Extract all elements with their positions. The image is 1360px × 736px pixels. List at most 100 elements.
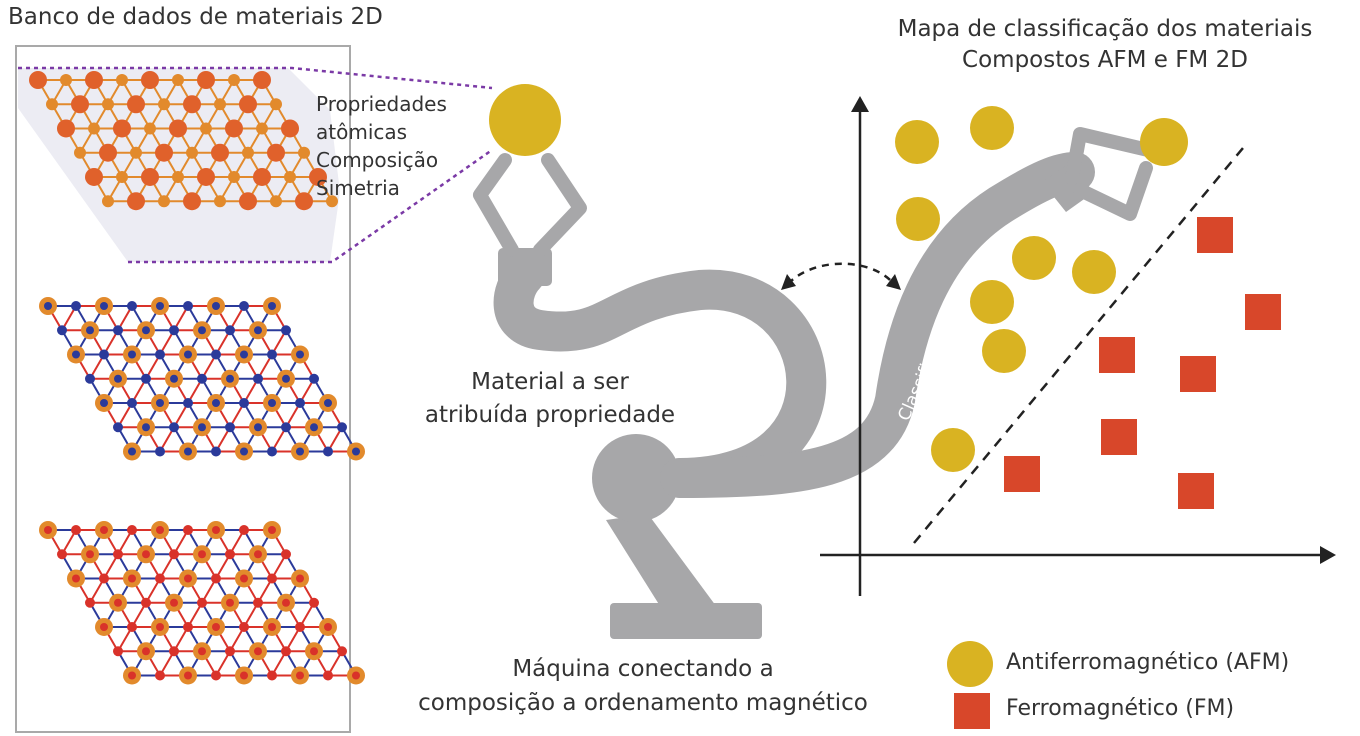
lattice-atom bbox=[71, 95, 89, 114]
afm-points bbox=[895, 106, 1116, 472]
lattice-atom-core bbox=[128, 574, 136, 583]
lattice-atom bbox=[281, 646, 291, 657]
lattice-atom-core bbox=[170, 598, 178, 607]
lattice-atom-core bbox=[324, 398, 332, 407]
lattice-atom-core bbox=[184, 574, 192, 583]
machine-label-line: Máquina conectando a bbox=[512, 656, 774, 682]
lattice-atom bbox=[267, 446, 277, 457]
lattice-atom bbox=[267, 670, 277, 681]
left-gripper-right bbox=[533, 153, 587, 257]
lattice-atom-core bbox=[184, 350, 192, 359]
property-line: Simetria bbox=[316, 176, 400, 200]
lattice-top bbox=[29, 71, 338, 211]
lattice-atom bbox=[169, 119, 187, 138]
lattice-atom bbox=[29, 71, 47, 89]
lattice-atom bbox=[225, 119, 243, 138]
lattice-atom bbox=[158, 98, 170, 111]
lattice-atom-core bbox=[324, 622, 332, 631]
lattice-atom bbox=[309, 167, 327, 186]
lattice-atom bbox=[228, 170, 240, 183]
lattice-atom bbox=[253, 167, 271, 186]
lattice-atom bbox=[225, 549, 235, 560]
lattice-atom bbox=[200, 122, 212, 135]
lattice-atom-core bbox=[44, 526, 52, 534]
afm-point bbox=[1012, 236, 1056, 280]
lattice-atom-core bbox=[254, 647, 262, 656]
right-gripper-bottom bbox=[1073, 161, 1153, 221]
lattice-atom-core bbox=[156, 302, 164, 310]
lattice-atom-core bbox=[268, 622, 276, 631]
lattice-atom-core bbox=[296, 574, 304, 583]
lattice-atom bbox=[85, 71, 103, 89]
lattice-atom bbox=[183, 301, 193, 311]
lattice-atom bbox=[183, 621, 193, 632]
fm-point bbox=[1004, 456, 1040, 492]
lattice-atom-core bbox=[268, 398, 276, 407]
lattice-atom bbox=[99, 573, 109, 584]
lattice-atom bbox=[211, 143, 229, 162]
lattice-atom bbox=[267, 573, 277, 584]
lattice-atom bbox=[141, 597, 151, 608]
lattice-atom bbox=[253, 71, 271, 89]
lattice-atom bbox=[197, 167, 215, 186]
lattice-atom-core bbox=[114, 598, 122, 607]
lattice-atom bbox=[127, 192, 145, 211]
lattice-atom-core bbox=[156, 526, 164, 534]
swap-arrow bbox=[787, 262, 895, 285]
right-wrist bbox=[1042, 164, 1094, 212]
lattice-atom-core bbox=[240, 574, 248, 583]
lattice-atom bbox=[270, 98, 282, 111]
lattice-atom bbox=[155, 349, 165, 360]
lattice-atom-core bbox=[86, 326, 94, 335]
lattice-atom-core bbox=[184, 447, 192, 456]
lattice-atom-core bbox=[142, 647, 150, 656]
lattice-atom bbox=[225, 422, 235, 433]
lattice-atom bbox=[158, 195, 170, 208]
lattice-atom-core bbox=[44, 302, 52, 310]
lattice-atom-core bbox=[100, 622, 108, 631]
lattice-atom bbox=[211, 573, 221, 584]
lattice-atom bbox=[197, 597, 207, 608]
lattice-atom bbox=[57, 549, 67, 560]
left-gripper-left bbox=[473, 153, 519, 257]
afm-point bbox=[970, 280, 1014, 324]
lattice-atom-core bbox=[240, 447, 248, 456]
lattice-atom bbox=[211, 446, 221, 457]
lattice-atom bbox=[253, 597, 263, 608]
machine-label-line: composição a ordenamento magnético bbox=[418, 690, 868, 716]
lattice-atom bbox=[214, 195, 226, 208]
lattice-atom bbox=[127, 525, 137, 535]
lattice-atom-core bbox=[100, 302, 108, 310]
lattice-atom bbox=[256, 122, 268, 135]
lattice-atom-core bbox=[296, 350, 304, 359]
lattice-atom bbox=[169, 549, 179, 560]
lattice-atom-core bbox=[114, 374, 122, 383]
y-axis-arrow bbox=[851, 96, 869, 112]
lattice-atom bbox=[242, 146, 254, 159]
lattice-atom-core bbox=[156, 398, 164, 407]
lattice-atom bbox=[113, 549, 123, 560]
zoom-line-top bbox=[18, 66, 493, 90]
left-wrist bbox=[498, 248, 552, 286]
fm-point bbox=[1099, 337, 1135, 373]
robot-base bbox=[610, 603, 762, 639]
lattice-atom bbox=[71, 525, 81, 535]
lattice-atom bbox=[183, 397, 193, 408]
lattice-atom-core bbox=[128, 671, 136, 680]
lattice-atom-core bbox=[254, 423, 262, 432]
lattice-atom bbox=[197, 71, 215, 89]
lattice-atom bbox=[102, 98, 114, 111]
legend-afm-label: Antiferromagnético (AFM) bbox=[1006, 650, 1290, 675]
lattice-atom-core bbox=[128, 350, 136, 359]
lattice-atom bbox=[281, 422, 291, 433]
lattice-atom bbox=[141, 71, 159, 89]
lattice-atom bbox=[281, 325, 291, 336]
lattice-atom bbox=[239, 301, 249, 311]
afm-point bbox=[896, 197, 940, 241]
x-axis-arrow bbox=[1320, 546, 1336, 564]
lattice-atom bbox=[155, 670, 165, 681]
material-label-line: Material a ser bbox=[471, 369, 629, 395]
lattice-atom bbox=[155, 446, 165, 457]
lattice-atom bbox=[228, 74, 240, 86]
lattice-middle bbox=[39, 297, 365, 461]
